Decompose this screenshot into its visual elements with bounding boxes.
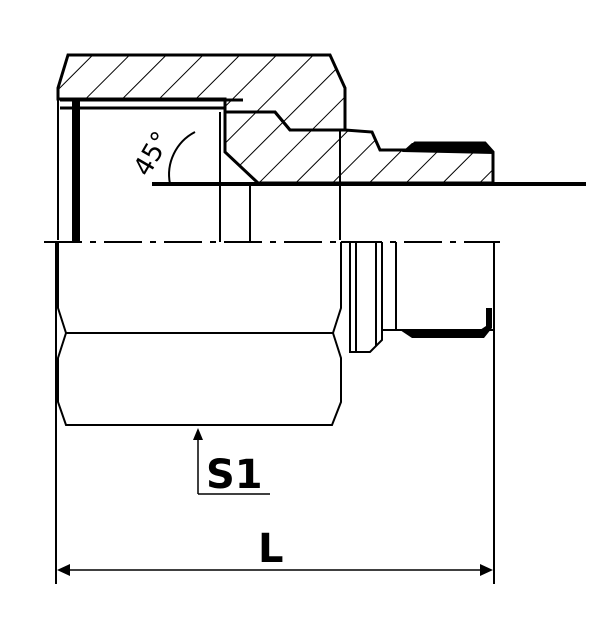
s1-dimension: S1 [193,428,270,498]
seal-band-bottom [400,308,492,338]
s1-label: S1 [206,452,263,498]
l-label: L [258,526,284,572]
section-upper-half: 45° [56,53,586,242]
exterior-lower-half [57,241,495,426]
l-arrow-left-icon [57,564,70,576]
seal-band-top [402,143,494,154]
pipe-end-lower [381,242,397,331]
angle-arc [168,131,196,185]
s1-arrow-icon [193,428,203,440]
nut-left-wall [72,100,80,242]
nut-section-hatch [56,53,347,132]
hex-nut-outline [57,242,342,426]
l-dimension: L [55,242,495,584]
l-arrow-right-icon [480,564,493,576]
